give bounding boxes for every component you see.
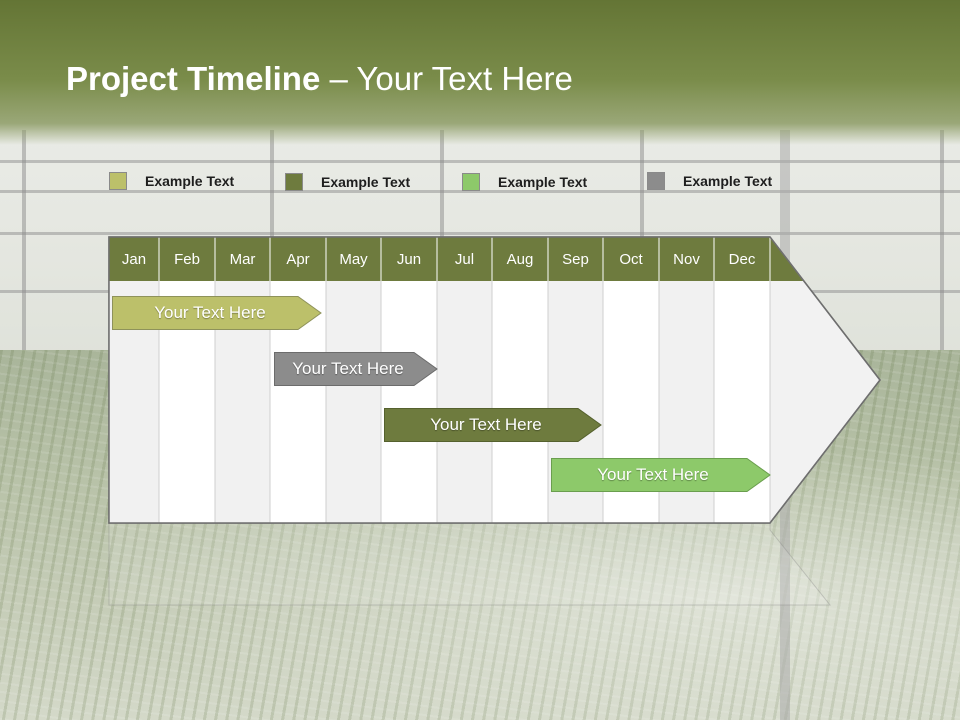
month-label-may: May bbox=[339, 250, 368, 268]
legend-label: Example Text bbox=[321, 174, 411, 190]
title-rest: – Your Text Here bbox=[320, 60, 573, 97]
month-label-aug: Aug bbox=[506, 250, 534, 268]
background-beam bbox=[0, 232, 960, 235]
header-separators bbox=[158, 237, 771, 281]
title-bold: Project Timeline bbox=[66, 60, 321, 97]
month-label-nov: Nov bbox=[673, 250, 700, 268]
month-label-jul: Jul bbox=[454, 250, 475, 268]
month-label-jan: Jan bbox=[121, 250, 147, 268]
task-arrow: Your Text Here bbox=[551, 458, 771, 492]
legend-item: Example Text bbox=[109, 170, 234, 192]
legend-label: Example Text bbox=[683, 173, 773, 189]
month-label-jun: Jun bbox=[396, 250, 422, 268]
task-arrow: Your Text Here bbox=[274, 352, 438, 386]
column-separators bbox=[158, 281, 771, 523]
legend-item: Example Text bbox=[462, 171, 587, 193]
month-label-oct: Oct bbox=[619, 250, 643, 268]
background-beam bbox=[940, 130, 944, 380]
legend-item: Example Text bbox=[285, 171, 410, 193]
legend-swatch bbox=[462, 173, 480, 191]
task-label: Your Text Here bbox=[597, 465, 709, 484]
month-label-mar: Mar bbox=[229, 250, 256, 268]
background-beam bbox=[22, 130, 26, 380]
task-label: Your Text Here bbox=[430, 415, 542, 434]
background-beam bbox=[0, 160, 960, 163]
task-arrow: Your Text Here bbox=[112, 296, 322, 330]
month-column bbox=[492, 281, 548, 523]
legend-swatch bbox=[109, 172, 127, 190]
task-label: Your Text Here bbox=[292, 359, 404, 378]
task-arrow: Your Text Here bbox=[384, 408, 602, 442]
background-beam bbox=[0, 190, 960, 193]
month-label-apr: Apr bbox=[286, 250, 310, 268]
header-bar: Project Timeline – Your Text Here bbox=[0, 0, 960, 145]
page-title: Project Timeline – Your Text Here bbox=[66, 60, 573, 98]
legend-label: Example Text bbox=[498, 174, 588, 190]
month-column bbox=[326, 281, 381, 523]
month-label-feb: Feb bbox=[174, 250, 200, 268]
legend-swatch bbox=[285, 173, 303, 191]
month-label-sep: Sep bbox=[562, 250, 589, 268]
task-label: Your Text Here bbox=[154, 303, 266, 322]
month-column bbox=[437, 281, 492, 523]
legend-swatch bbox=[647, 172, 665, 190]
legend-item: Example Text bbox=[647, 170, 772, 192]
month-header-band bbox=[109, 237, 803, 281]
month-label-dec: Dec bbox=[728, 250, 756, 268]
legend-label: Example Text bbox=[145, 173, 235, 189]
month-column bbox=[381, 281, 437, 523]
